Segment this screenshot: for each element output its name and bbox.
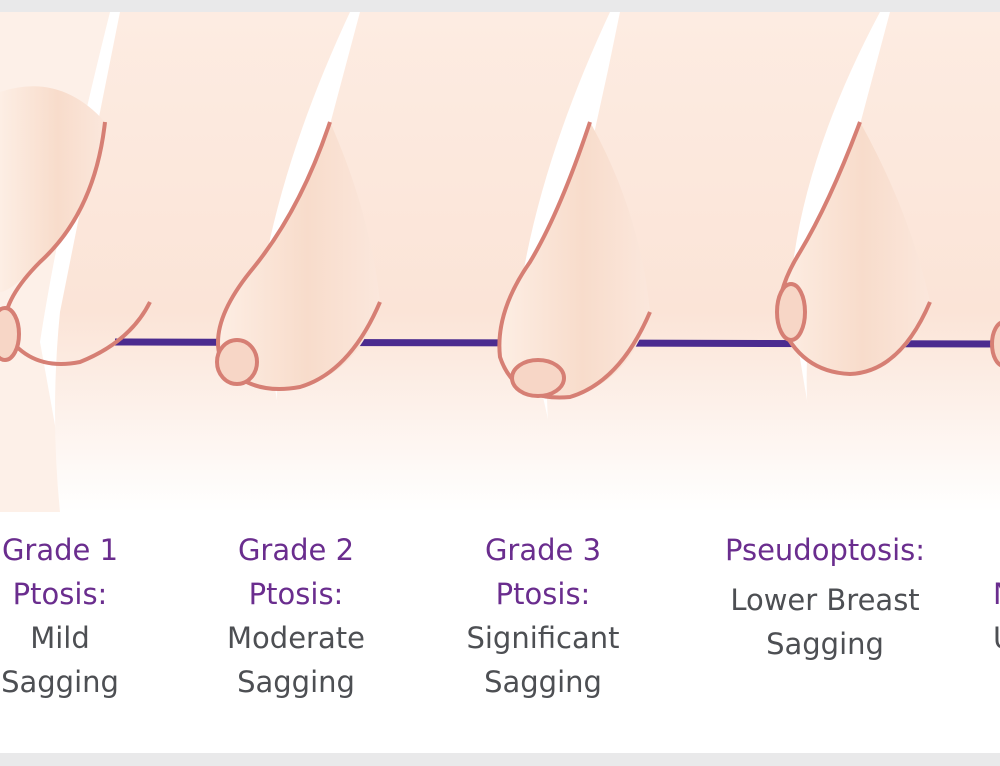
caption-description: Sagging — [484, 665, 602, 699]
diagram-frame: Grade 1 Ptosis: Mild Sagging Grade 2 Pto… — [0, 12, 1000, 753]
caption-title: Grade 3 — [484, 533, 602, 567]
caption-pseudoptosis: Pseudoptosis: Lower Breast Sagging — [695, 528, 955, 666]
caption-title: Ptosis: — [12, 577, 108, 611]
caption-partial-right: N U — [993, 572, 1000, 660]
ptosis-illustration — [0, 12, 1000, 512]
nipple — [215, 338, 259, 386]
nipple — [990, 320, 1000, 368]
breast-pseudoptosis — [775, 121, 932, 377]
caption-title: Ptosis: — [248, 577, 344, 611]
nipple — [510, 358, 566, 398]
caption-description: Mild — [30, 621, 90, 655]
caption-title: Grade 1 — [1, 533, 119, 567]
breast-partial-right — [990, 320, 1000, 368]
caption-description: Significant — [466, 621, 620, 655]
caption-description: Sagging — [766, 627, 884, 661]
breast-grade-1 — [0, 86, 152, 366]
caption-description: U — [993, 616, 1000, 660]
caption-description: Sagging — [237, 665, 355, 699]
caption-description: Moderate — [227, 621, 365, 655]
caption-title: Grade 2 — [237, 533, 355, 567]
nipple — [775, 282, 807, 342]
breast-grade-3 — [497, 121, 652, 400]
caption-grade-3: Grade 3 Ptosis: Significant Sagging — [428, 528, 658, 704]
caption-title: Ptosis: — [495, 577, 591, 611]
breast-grade-2 — [215, 121, 382, 391]
caption-title: Pseudoptosis: — [724, 533, 926, 567]
caption-description: Lower Breast — [730, 583, 920, 617]
caption-grade-2: Grade 2 Ptosis: Moderate Sagging — [181, 528, 411, 704]
caption-description: Sagging — [1, 665, 119, 699]
caption-grade-1: Grade 1 Ptosis: Mild Sagging — [0, 528, 175, 704]
nipple — [0, 306, 21, 362]
caption-title: N — [993, 572, 1000, 616]
